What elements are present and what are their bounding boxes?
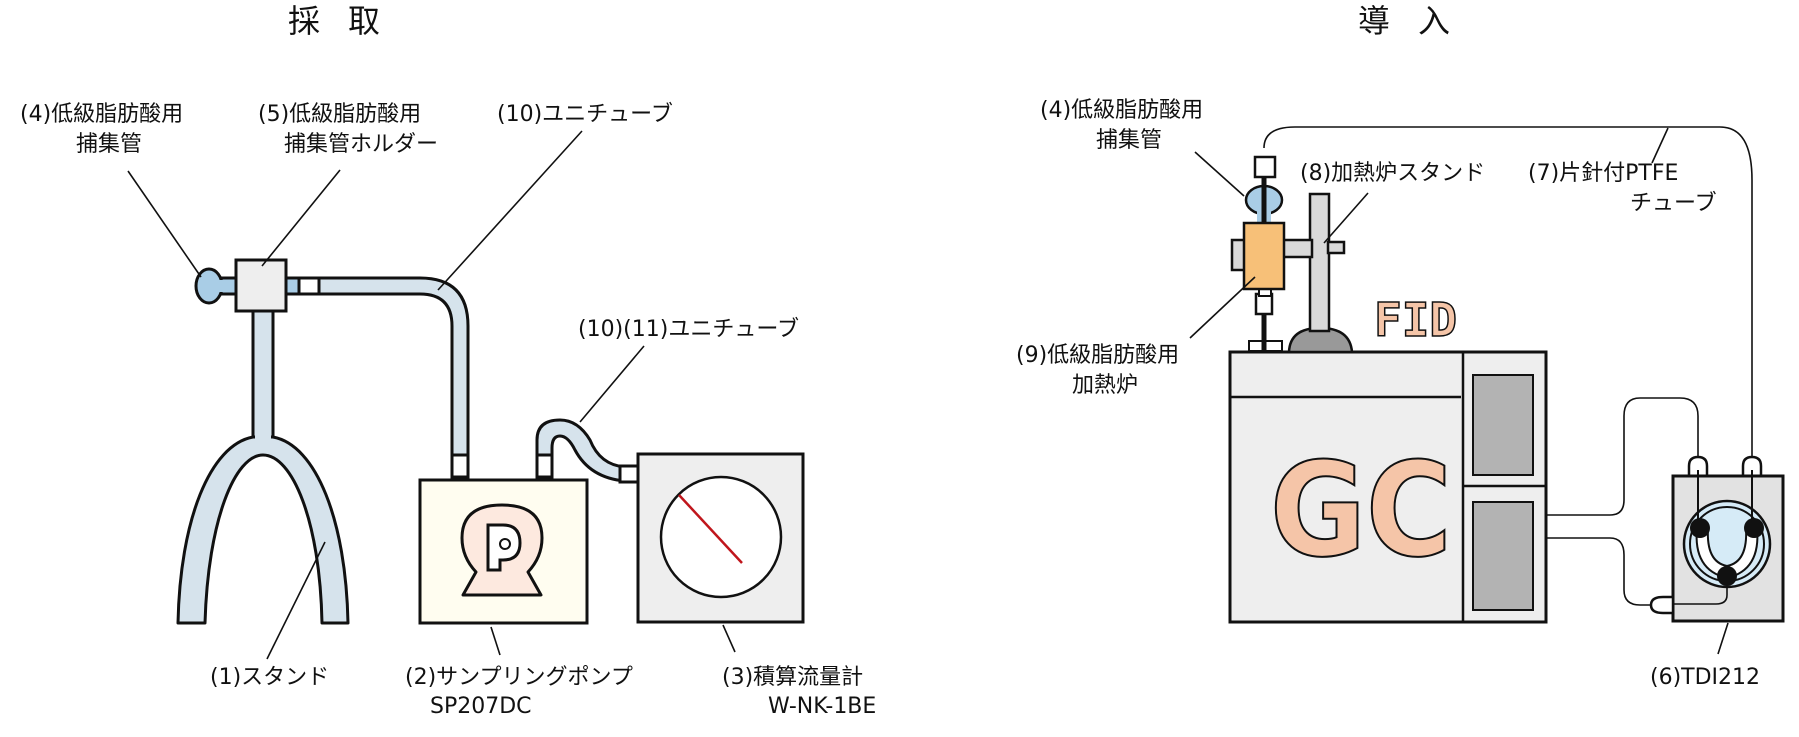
- sampling-pump: [418, 478, 589, 625]
- label-trap-tube-l2: 捕集管: [76, 132, 142, 157]
- label-flowmeter-l2: W-NK-1BE: [768, 694, 876, 719]
- trap-tube-holder: [234, 258, 288, 313]
- label-trap-tube-l1: (4)低級脂肪酸用: [20, 102, 183, 127]
- tdi-unit: [1649, 455, 1785, 623]
- label-unitube-2: (10)(11)ユニチューブ: [578, 317, 799, 342]
- label-ptfe-l2: チューブ: [1630, 191, 1717, 216]
- title-sampling: 採取: [288, 2, 408, 40]
- label-ptfe-l1: (7)片針付PTFE: [1528, 161, 1678, 186]
- flowmeter: [636, 452, 805, 624]
- label-pump-l1: (2)サンプリングポンプ: [405, 665, 633, 690]
- label-tdi: (6)TDI212: [1650, 665, 1760, 690]
- unitube-secondary: [535, 418, 640, 484]
- label-holder-l1: (5)低級脂肪酸用: [258, 102, 421, 127]
- gc-panel-upper: [1472, 374, 1534, 476]
- label-stand: (1)スタンド: [210, 665, 329, 690]
- title-injection: 導入: [1358, 2, 1478, 40]
- label-inj-trap-tube-l2: 捕集管: [1096, 128, 1162, 153]
- gc-panel-lower: [1472, 501, 1534, 611]
- fid-logo-text: FID: [1374, 293, 1457, 347]
- label-furnace-stand: (8)加熱炉スタンド: [1300, 161, 1485, 186]
- flowmeter-needle: [678, 494, 743, 564]
- label-holder-l2: 捕集管ホルダー: [284, 132, 438, 157]
- gc-instrument: GC: [1228, 350, 1548, 624]
- label-furnace-l1: (9)低級脂肪酸用: [1016, 343, 1179, 368]
- stand: [176, 306, 350, 625]
- heating-furnace: [1242, 221, 1286, 291]
- label-unitube-1: (10)ユニチューブ: [497, 102, 673, 127]
- furnace-assembly: [1230, 155, 1286, 352]
- label-flowmeter-l1: (3)積算流量計: [722, 665, 863, 690]
- furnace-stand: [1280, 192, 1354, 354]
- label-furnace-l2: 加熱炉: [1072, 373, 1138, 398]
- unitube-main: [284, 276, 470, 479]
- ptfe-tube: [1263, 126, 1753, 460]
- label-pump-l2: SP207DC: [430, 694, 532, 719]
- gc-logo-text: GC: [1270, 434, 1452, 586]
- label-inj-trap-tube-l1: (4)低級脂肪酸用: [1040, 98, 1203, 123]
